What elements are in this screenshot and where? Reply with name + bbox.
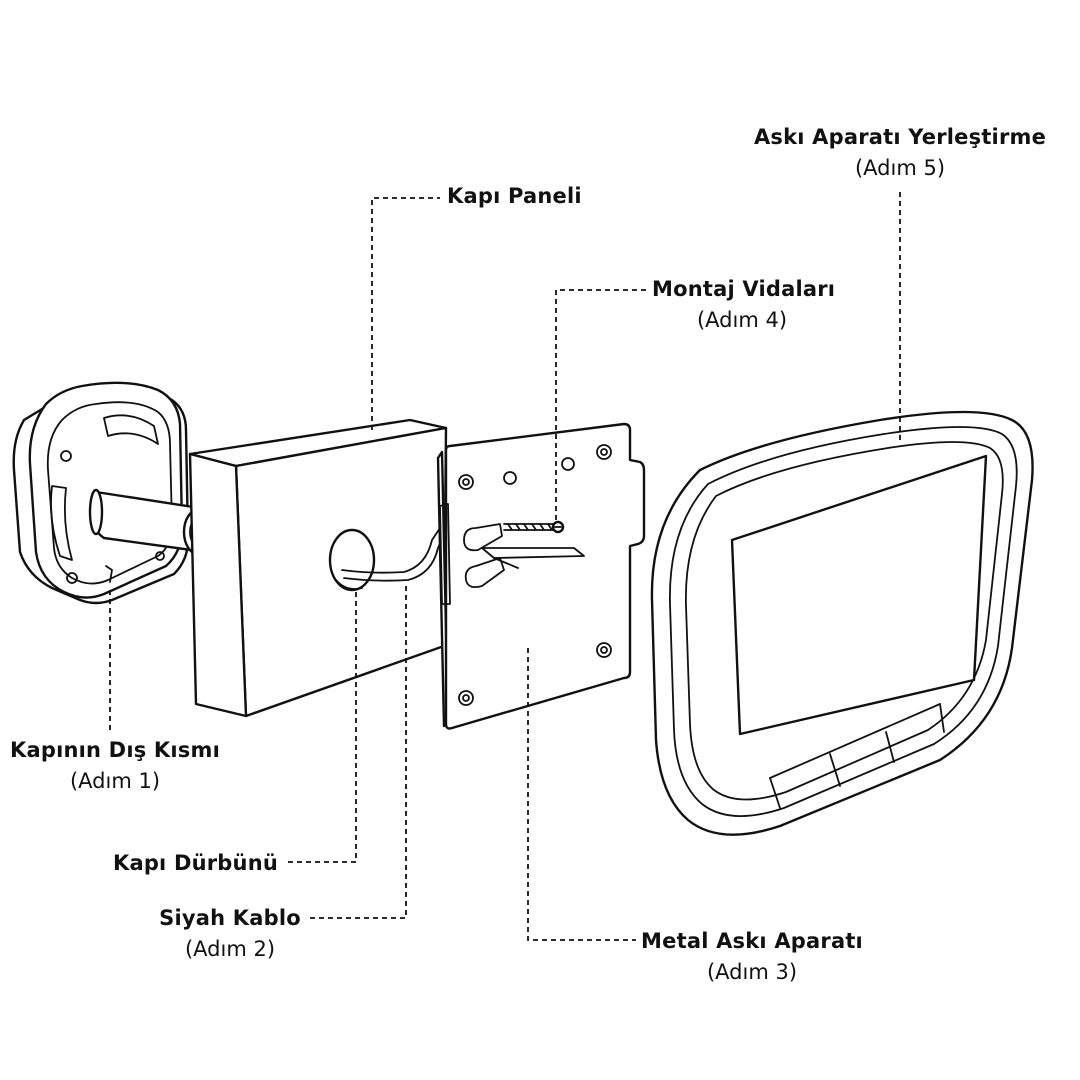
label-metal-bracket: Metal Askı Aparatı (Adım 3) bbox=[640, 931, 864, 983]
label-door-viewer: Kapı Dürbünü bbox=[86, 853, 278, 874]
label-bracket-placement: Askı Aparatı Yerleştirme (Adım 5) bbox=[752, 127, 1048, 179]
label-mounting-screws: Montaj Vidaları (Adım 4) bbox=[652, 277, 836, 332]
label-metal-bracket-title: Metal Askı Aparatı bbox=[641, 929, 863, 953]
label-black-cable: Siyah Kablo (Adım 2) bbox=[150, 908, 310, 960]
label-door-outside-title: Kapının Dış Kısmı bbox=[10, 738, 220, 762]
label-metal-bracket-step: (Adım 3) bbox=[706, 960, 798, 984]
label-door-outside-step: (Adım 1) bbox=[69, 769, 161, 793]
label-black-cable-title: Siyah Kablo bbox=[159, 906, 301, 930]
label-bracket-placement-title: Askı Aparatı Yerleştirme bbox=[753, 125, 1047, 149]
leader-lines bbox=[109, 192, 901, 941]
label-black-cable-step: (Adım 2) bbox=[184, 937, 276, 961]
indoor-monitor bbox=[650, 410, 1034, 836]
outer-viewer-unit bbox=[12, 381, 214, 605]
door-panel-block bbox=[188, 418, 448, 718]
label-door-panel: Kapı Paneli bbox=[447, 186, 582, 207]
label-door-panel-title: Kapı Paneli bbox=[447, 184, 582, 208]
label-door-viewer-title: Kapı Dürbünü bbox=[112, 851, 278, 875]
label-bracket-placement-step: (Adım 5) bbox=[854, 156, 946, 180]
label-door-outside: Kapının Dış Kısmı (Adım 1) bbox=[10, 740, 220, 792]
metal-bracket-plate bbox=[436, 422, 646, 730]
label-mounting-screws-title: Montaj Vidaları bbox=[652, 277, 836, 301]
label-mounting-screws-step: (Adım 4) bbox=[696, 308, 788, 332]
